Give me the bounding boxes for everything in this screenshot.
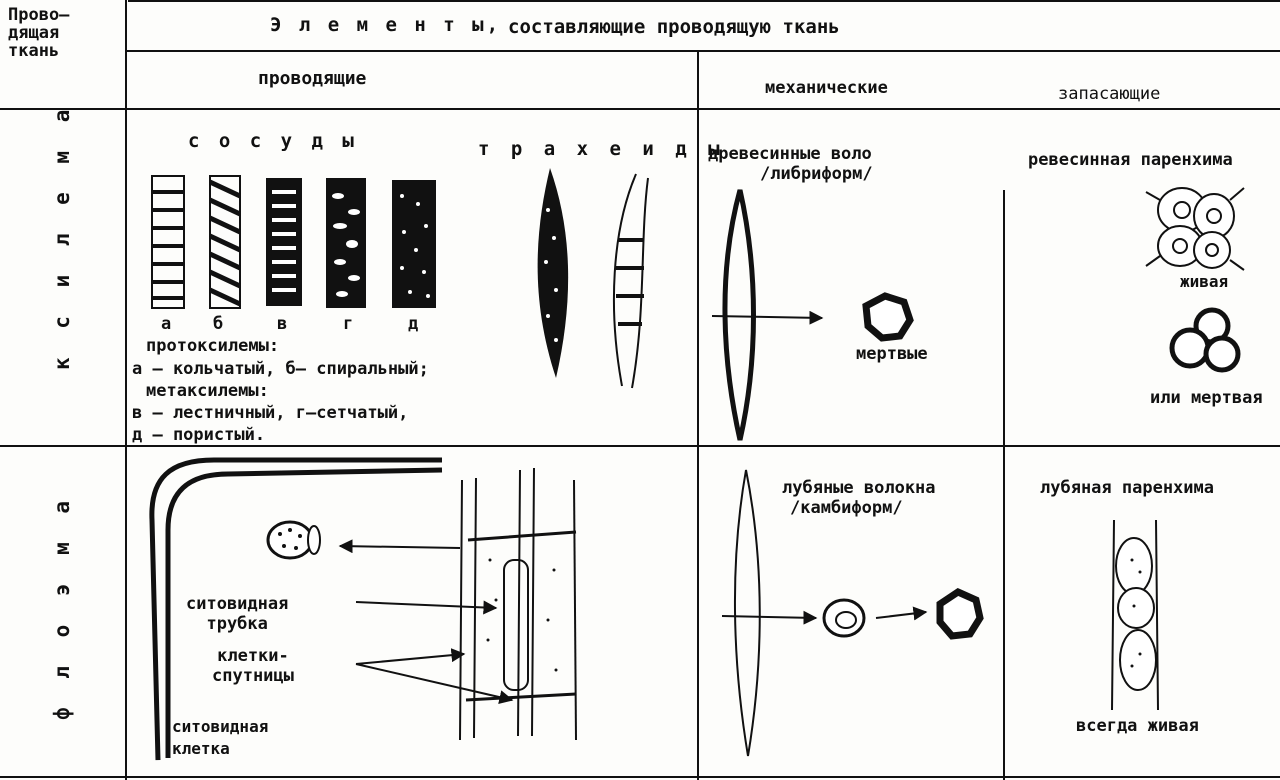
vessel-legend-line-4: в – лестничный, г–сетчатый, [132,403,409,423]
grid-line-top [128,0,1280,2]
grid-line-row-divider [0,445,1280,447]
scalariform-vessel-drawing [266,178,302,306]
storage-column-header: запасающие [1058,84,1161,104]
vessel-legend-line-2: а – кольчатый, б– спиральный; [132,359,429,379]
pitted-vessel-drawing [392,180,436,308]
vessel-legend-line-5: д – пористый. [132,425,266,445]
vessel-letter-d: д [408,314,419,334]
pitted-tracheid-drawing [537,168,569,378]
elements-title-spaced: Э л е м е н т ы, [270,14,502,36]
vessels-title: с о с у д ы [188,130,358,152]
sieve-cell-label: ситовидная клетка [172,717,269,758]
mechanical-column-header: механические [765,78,888,98]
bast-parenchyma-state: всегда живая [1076,716,1199,736]
ringed-tracheid-drawing [612,173,649,389]
companion-cells-label: клетки- спутницы [212,646,294,686]
conducting-column-header: проводящие [258,68,367,89]
wood-fibers-title: древесинные воло [708,144,872,164]
spiral-vessel-drawing [208,175,242,309]
wood-parenchyma-live-drawing [1145,187,1245,271]
vessel-legend-line-1: протоксилемы: [146,336,280,356]
vessel-letter-a: а [161,314,172,334]
bast-parenchyma-drawing [1111,519,1159,711]
sieve-tube-label: ситовидная трубка [186,594,289,634]
sieve-plate-drawing [266,520,461,560]
grid-line-header-sub [126,50,1280,52]
tissue-column-header: Прово– дящая ткань [8,5,70,61]
wood-parenchyma-live: живая [1180,272,1229,291]
wood-fiber-drawing [711,189,914,441]
sieve-tube-drawing [355,467,577,741]
wood-parenchyma-title: ревесинная паренхима [1028,150,1233,170]
grid-line-conducting-col [697,52,699,780]
grid-line-tissue-col [125,0,127,780]
bast-fibers-subtitle: /камбиформ/ [790,498,903,518]
annular-vessel-drawing [151,175,185,309]
vessel-letter-g: г [343,314,354,334]
bast-fibers-title: лубяные волокна [782,478,936,498]
tracheids-title: т р а х е и д ы [478,138,725,160]
vessel-legend-line-3: метаксилемы: [146,381,269,401]
wood-fibers-state: мертвые [856,344,928,364]
sieve-cell-drawing [149,457,443,761]
wood-parenchyma-dead: или мертвая [1150,388,1263,408]
wood-fibers-subtitle: /либриформ/ [760,164,873,184]
grid-line-header-bottom [0,108,1280,110]
grid-line-bottom [0,776,1280,778]
bast-parenchyma-title: лубяная паренхима [1040,478,1214,498]
reticulate-vessel-drawing [326,178,366,308]
vessel-letter-v: в [277,314,288,334]
bast-fiber-drawing [721,469,984,757]
grid-line-mechanical-col [1003,190,1005,780]
elements-title-rest: составляющие проводящую ткань [508,16,840,38]
vessel-letter-b: б [213,314,224,334]
wood-parenchyma-dead-drawing [1169,307,1241,373]
